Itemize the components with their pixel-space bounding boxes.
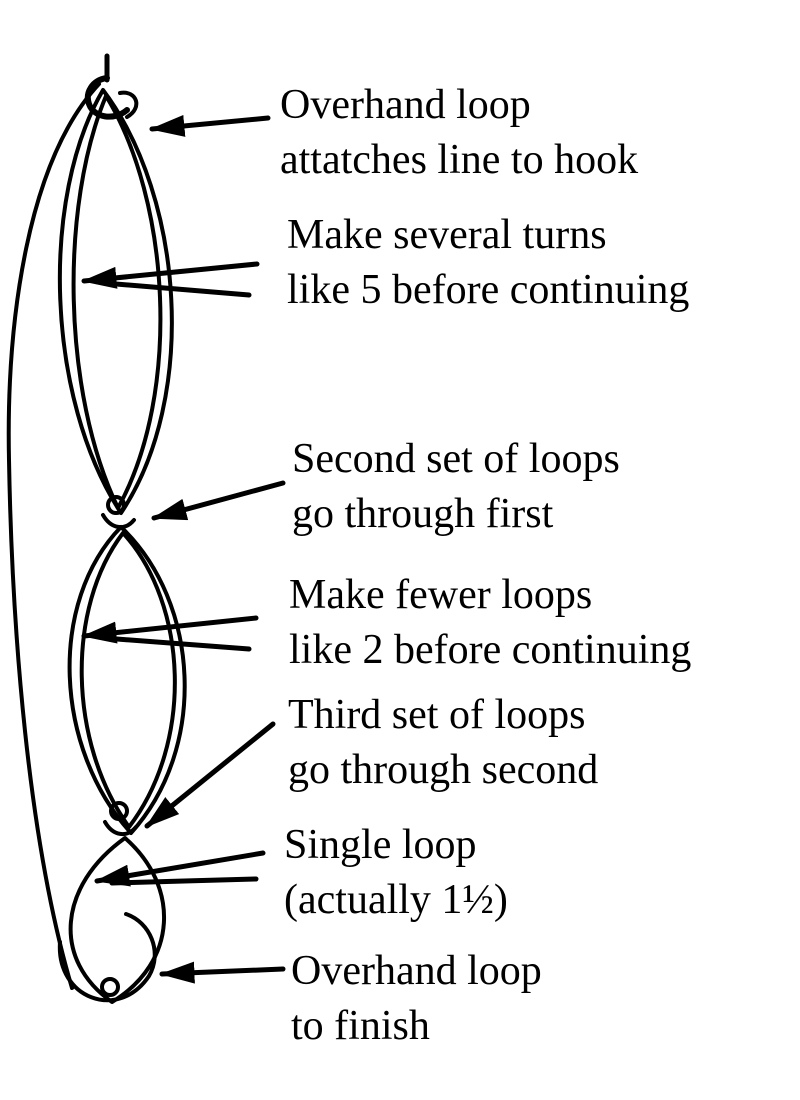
annotation-line: go through second bbox=[288, 747, 599, 793]
annotation-third-set: Third set of loops go through second bbox=[288, 688, 598, 798]
annotation-line: Overhand loop bbox=[291, 948, 542, 994]
arrow-overhand-hook bbox=[149, 114, 271, 137]
first-loop-inner bbox=[71, 94, 163, 510]
annotation-several-turns: Make several turns like 5 before continu… bbox=[287, 208, 689, 318]
arrow-several-turns-shaft2 bbox=[101, 280, 252, 298]
arrow-several-turns bbox=[81, 261, 260, 289]
loop-end-ring-1 bbox=[106, 495, 126, 515]
annotation-line: Make several turns bbox=[287, 212, 607, 258]
hook-attach-loop bbox=[118, 90, 139, 119]
annotation-line: to finish bbox=[291, 1003, 430, 1049]
annotation-line: Single loop bbox=[284, 822, 477, 868]
standing-line bbox=[6, 82, 101, 990]
annotation-line: Make fewer loops bbox=[289, 572, 593, 618]
loop-end-ring-2 bbox=[109, 801, 129, 821]
second-loop-outer bbox=[67, 525, 187, 835]
annotation-line: like 2 before continuing bbox=[289, 627, 692, 673]
annotation-fewer-loops: Make fewer loops like 2 before continuin… bbox=[289, 568, 691, 678]
annotation-line: go through first bbox=[292, 491, 554, 537]
arrow-fewer-loops-shaft2 bbox=[101, 635, 252, 652]
annotation-line: Third set of loops bbox=[288, 692, 586, 738]
loop-end-ring-3 bbox=[100, 977, 120, 997]
finish-loop-curve bbox=[57, 912, 157, 1003]
annotation-overhand-finish: Overhand loop to finish bbox=[291, 944, 542, 1054]
annotation-line: attatches line to hook bbox=[280, 137, 639, 183]
arrow-single-loop bbox=[94, 850, 266, 887]
first-loop-outer bbox=[57, 88, 174, 515]
junction-curve-1 bbox=[101, 513, 136, 529]
annotation-line: Second set of loops bbox=[292, 436, 620, 482]
arrow-single-loop-shaft2 bbox=[109, 876, 259, 886]
arrow-overhand-finish bbox=[159, 961, 286, 984]
annotation-line: (actually 1½) bbox=[284, 877, 508, 923]
annotation-second-set: Second set of loops go through first bbox=[292, 432, 620, 542]
annotation-single-loop: Single loop (actually 1½) bbox=[284, 818, 508, 928]
hook-bend-icon bbox=[85, 75, 130, 120]
second-loop-inner bbox=[79, 531, 177, 829]
arrow-second-set bbox=[151, 480, 286, 521]
annotation-line: Overhand loop bbox=[280, 82, 531, 128]
arrow-third-set bbox=[144, 721, 276, 829]
junction-curve-2 bbox=[103, 820, 138, 836]
arrow-fewer-loops bbox=[81, 615, 259, 644]
annotation-line: like 5 before continuing bbox=[287, 267, 690, 313]
annotation-overhand-hook: Overhand loop attatches line to hook bbox=[280, 78, 638, 188]
